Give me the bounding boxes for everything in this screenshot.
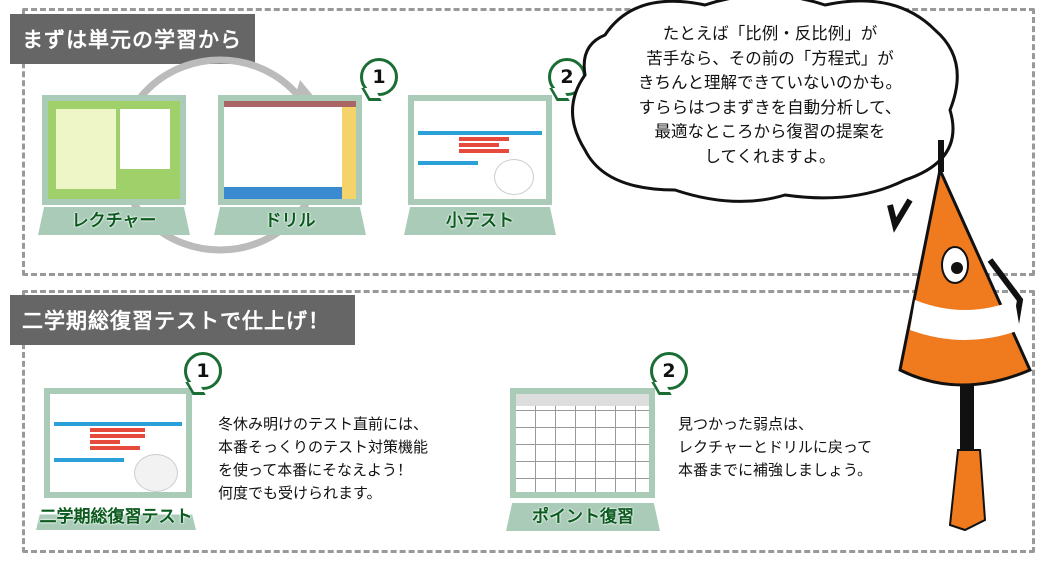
traffic-cone-mascot: [887, 140, 1032, 532]
description-line: 本番そっくりのテスト対策機能: [218, 438, 429, 456]
step-badge: 1: [360, 58, 398, 96]
step-badge: 2: [650, 352, 688, 390]
speech-line: してくれますよ。: [704, 146, 836, 166]
lecture-thumbnail[interactable]: [42, 95, 186, 205]
section-title: まずは単元の学習から: [10, 14, 255, 64]
speech-line: すららはつまずきを自動分析して、: [638, 97, 902, 117]
step-badge: 1: [184, 352, 222, 390]
description-line: を使って本番にそなえよう！: [218, 461, 412, 479]
section-review-test: [22, 290, 1035, 553]
speech-line: 最適なところから復習の提案を: [654, 122, 886, 141]
description-line: 本番までに補強しましょう。: [678, 461, 873, 479]
speech-line: たとえば「比例・反比例」が: [662, 24, 878, 43]
section-unit-learning: [22, 8, 1035, 276]
small-test-thumbnail[interactable]: [408, 95, 552, 205]
section-title: 二学期総復習テストで仕上げ！: [10, 295, 355, 345]
description-line: レクチャーとドリルに戻って: [678, 438, 873, 456]
review-test-label: 二学期総復習テスト: [36, 504, 196, 530]
review-test-description: 冬休み明けのテスト直前には、 本番そっくりのテスト対策機能 を使って本番にそなえ…: [218, 413, 428, 505]
drill-label: ドリル: [214, 207, 366, 235]
description-line: 冬休み明けのテスト直前には、: [218, 415, 429, 433]
point-review-thumbnail[interactable]: [510, 388, 655, 498]
speech-cloud: [571, 0, 959, 203]
lecture-label: レクチャー: [38, 207, 190, 235]
small-test-label: 小テスト: [404, 207, 556, 235]
point-review-description: 見つかった弱点は、 レクチャーとドリルに戻って 本番までに補強しましょう。: [678, 413, 872, 482]
speech-text: たとえば「比例・反比例」が 苦手なら、その前の「方程式」が きちんと理解できてい…: [600, 22, 940, 169]
speech-line: きちんと理解できていないのかも。: [638, 73, 902, 92]
review-test-thumbnail[interactable]: [44, 388, 192, 498]
description-line: 何度でも受けられます。: [218, 484, 382, 502]
description-line: 見つかった弱点は、: [678, 415, 814, 433]
drill-thumbnail[interactable]: [218, 95, 362, 205]
point-review-label: ポイント復習: [506, 503, 660, 531]
speech-line: 苦手なら、その前の「方程式」が: [646, 48, 894, 68]
